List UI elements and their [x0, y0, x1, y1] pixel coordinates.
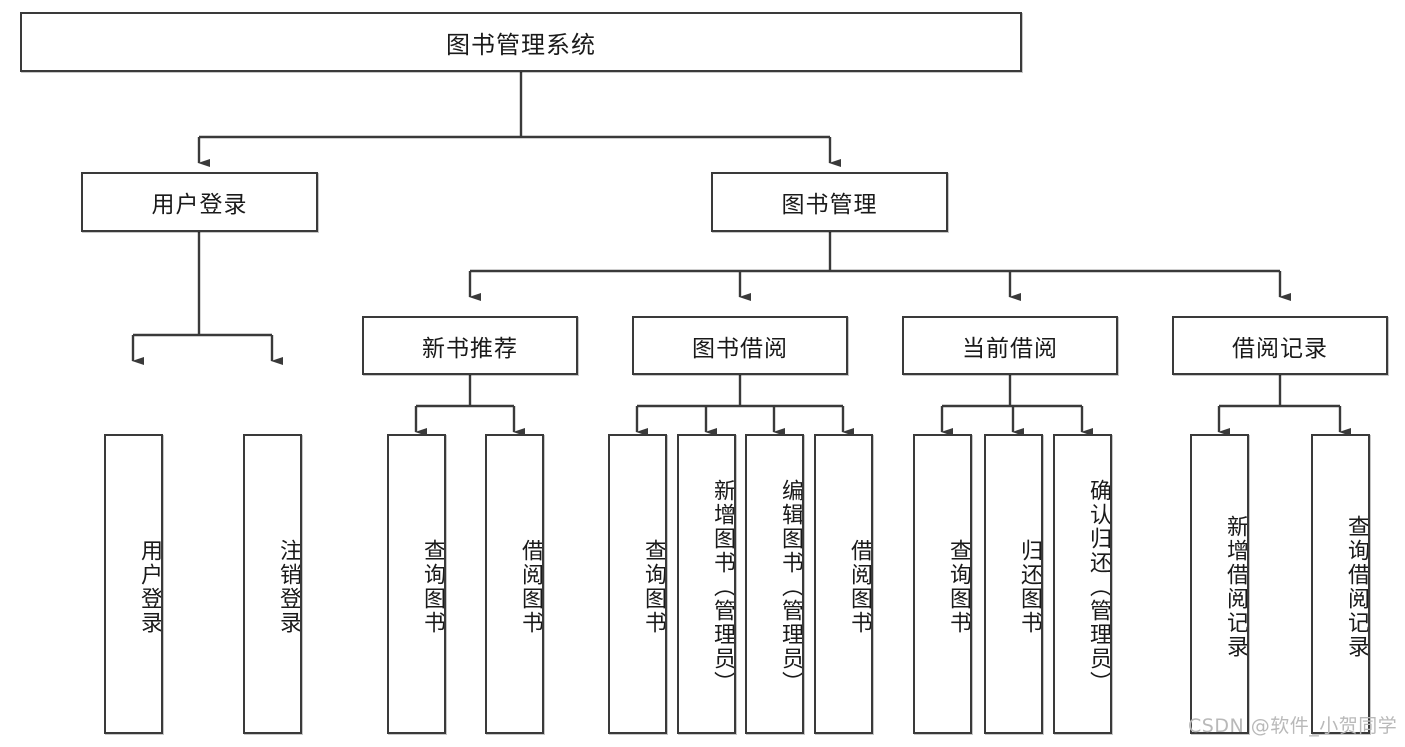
node-leaf-user-login[interactable]: 用户登录: [104, 434, 163, 734]
node-leaf-user-logout[interactable]: 注销登录: [243, 434, 302, 734]
node-leaf-add-book[interactable]: 新增图书（管理员）: [677, 434, 736, 734]
node-leaf-add-record[interactable]: 新增借阅记录: [1190, 434, 1249, 734]
node-label: 用户登录: [151, 192, 248, 218]
node-current-borrow[interactable]: 当前借阅: [902, 316, 1118, 375]
node-leaf-query-book-3[interactable]: 查询图书: [913, 434, 972, 734]
node-leaf-query-book-2[interactable]: 查询图书: [608, 434, 667, 734]
node-leaf-return-book[interactable]: 归还图书: [984, 434, 1043, 734]
node-label: 查询图书: [946, 539, 971, 635]
node-label: 借阅记录: [1232, 335, 1328, 362]
node-label: 图书管理系统: [446, 30, 596, 59]
node-label: 用户登录: [137, 539, 162, 635]
node-label: 新书推荐: [422, 335, 518, 362]
node-label: 新增借阅记录: [1223, 515, 1248, 659]
node-label: 查询图书: [420, 539, 445, 635]
node-leaf-query-book-1[interactable]: 查询图书: [387, 434, 446, 734]
node-book-borrow[interactable]: 图书借阅: [632, 316, 848, 375]
node-label: 归还图书: [1017, 539, 1042, 635]
node-leaf-edit-book[interactable]: 编辑图书（管理员）: [745, 434, 804, 734]
node-label: 图书借阅: [692, 335, 788, 362]
node-label: 确认归还（管理员）: [1086, 479, 1111, 695]
node-leaf-query-record[interactable]: 查询借阅记录: [1311, 434, 1370, 734]
csdn-watermark: CSDN @软件_小贺同学: [1188, 715, 1398, 737]
node-book-manage[interactable]: 图书管理: [711, 172, 948, 232]
node-label: 编辑图书（管理员）: [778, 479, 803, 695]
node-label: 借阅图书: [847, 539, 872, 635]
node-leaf-confirm-ret[interactable]: 确认归还（管理员）: [1053, 434, 1112, 734]
node-label: 查询借阅记录: [1344, 515, 1369, 659]
node-label: 图书管理: [781, 192, 878, 218]
node-root[interactable]: 图书管理系统: [20, 12, 1022, 72]
node-label: 新增图书（管理员）: [710, 479, 735, 695]
node-label: 借阅图书: [518, 539, 543, 635]
node-label: 注销登录: [276, 539, 301, 635]
node-new-book-rec[interactable]: 新书推荐: [362, 316, 578, 375]
node-label: 查询图书: [641, 539, 666, 635]
node-borrow-record[interactable]: 借阅记录: [1172, 316, 1388, 375]
node-user-login[interactable]: 用户登录: [81, 172, 318, 232]
node-leaf-borrow-book-1[interactable]: 借阅图书: [485, 434, 544, 734]
node-leaf-borrow-book-2[interactable]: 借阅图书: [814, 434, 873, 734]
node-label: 当前借阅: [962, 335, 1058, 362]
